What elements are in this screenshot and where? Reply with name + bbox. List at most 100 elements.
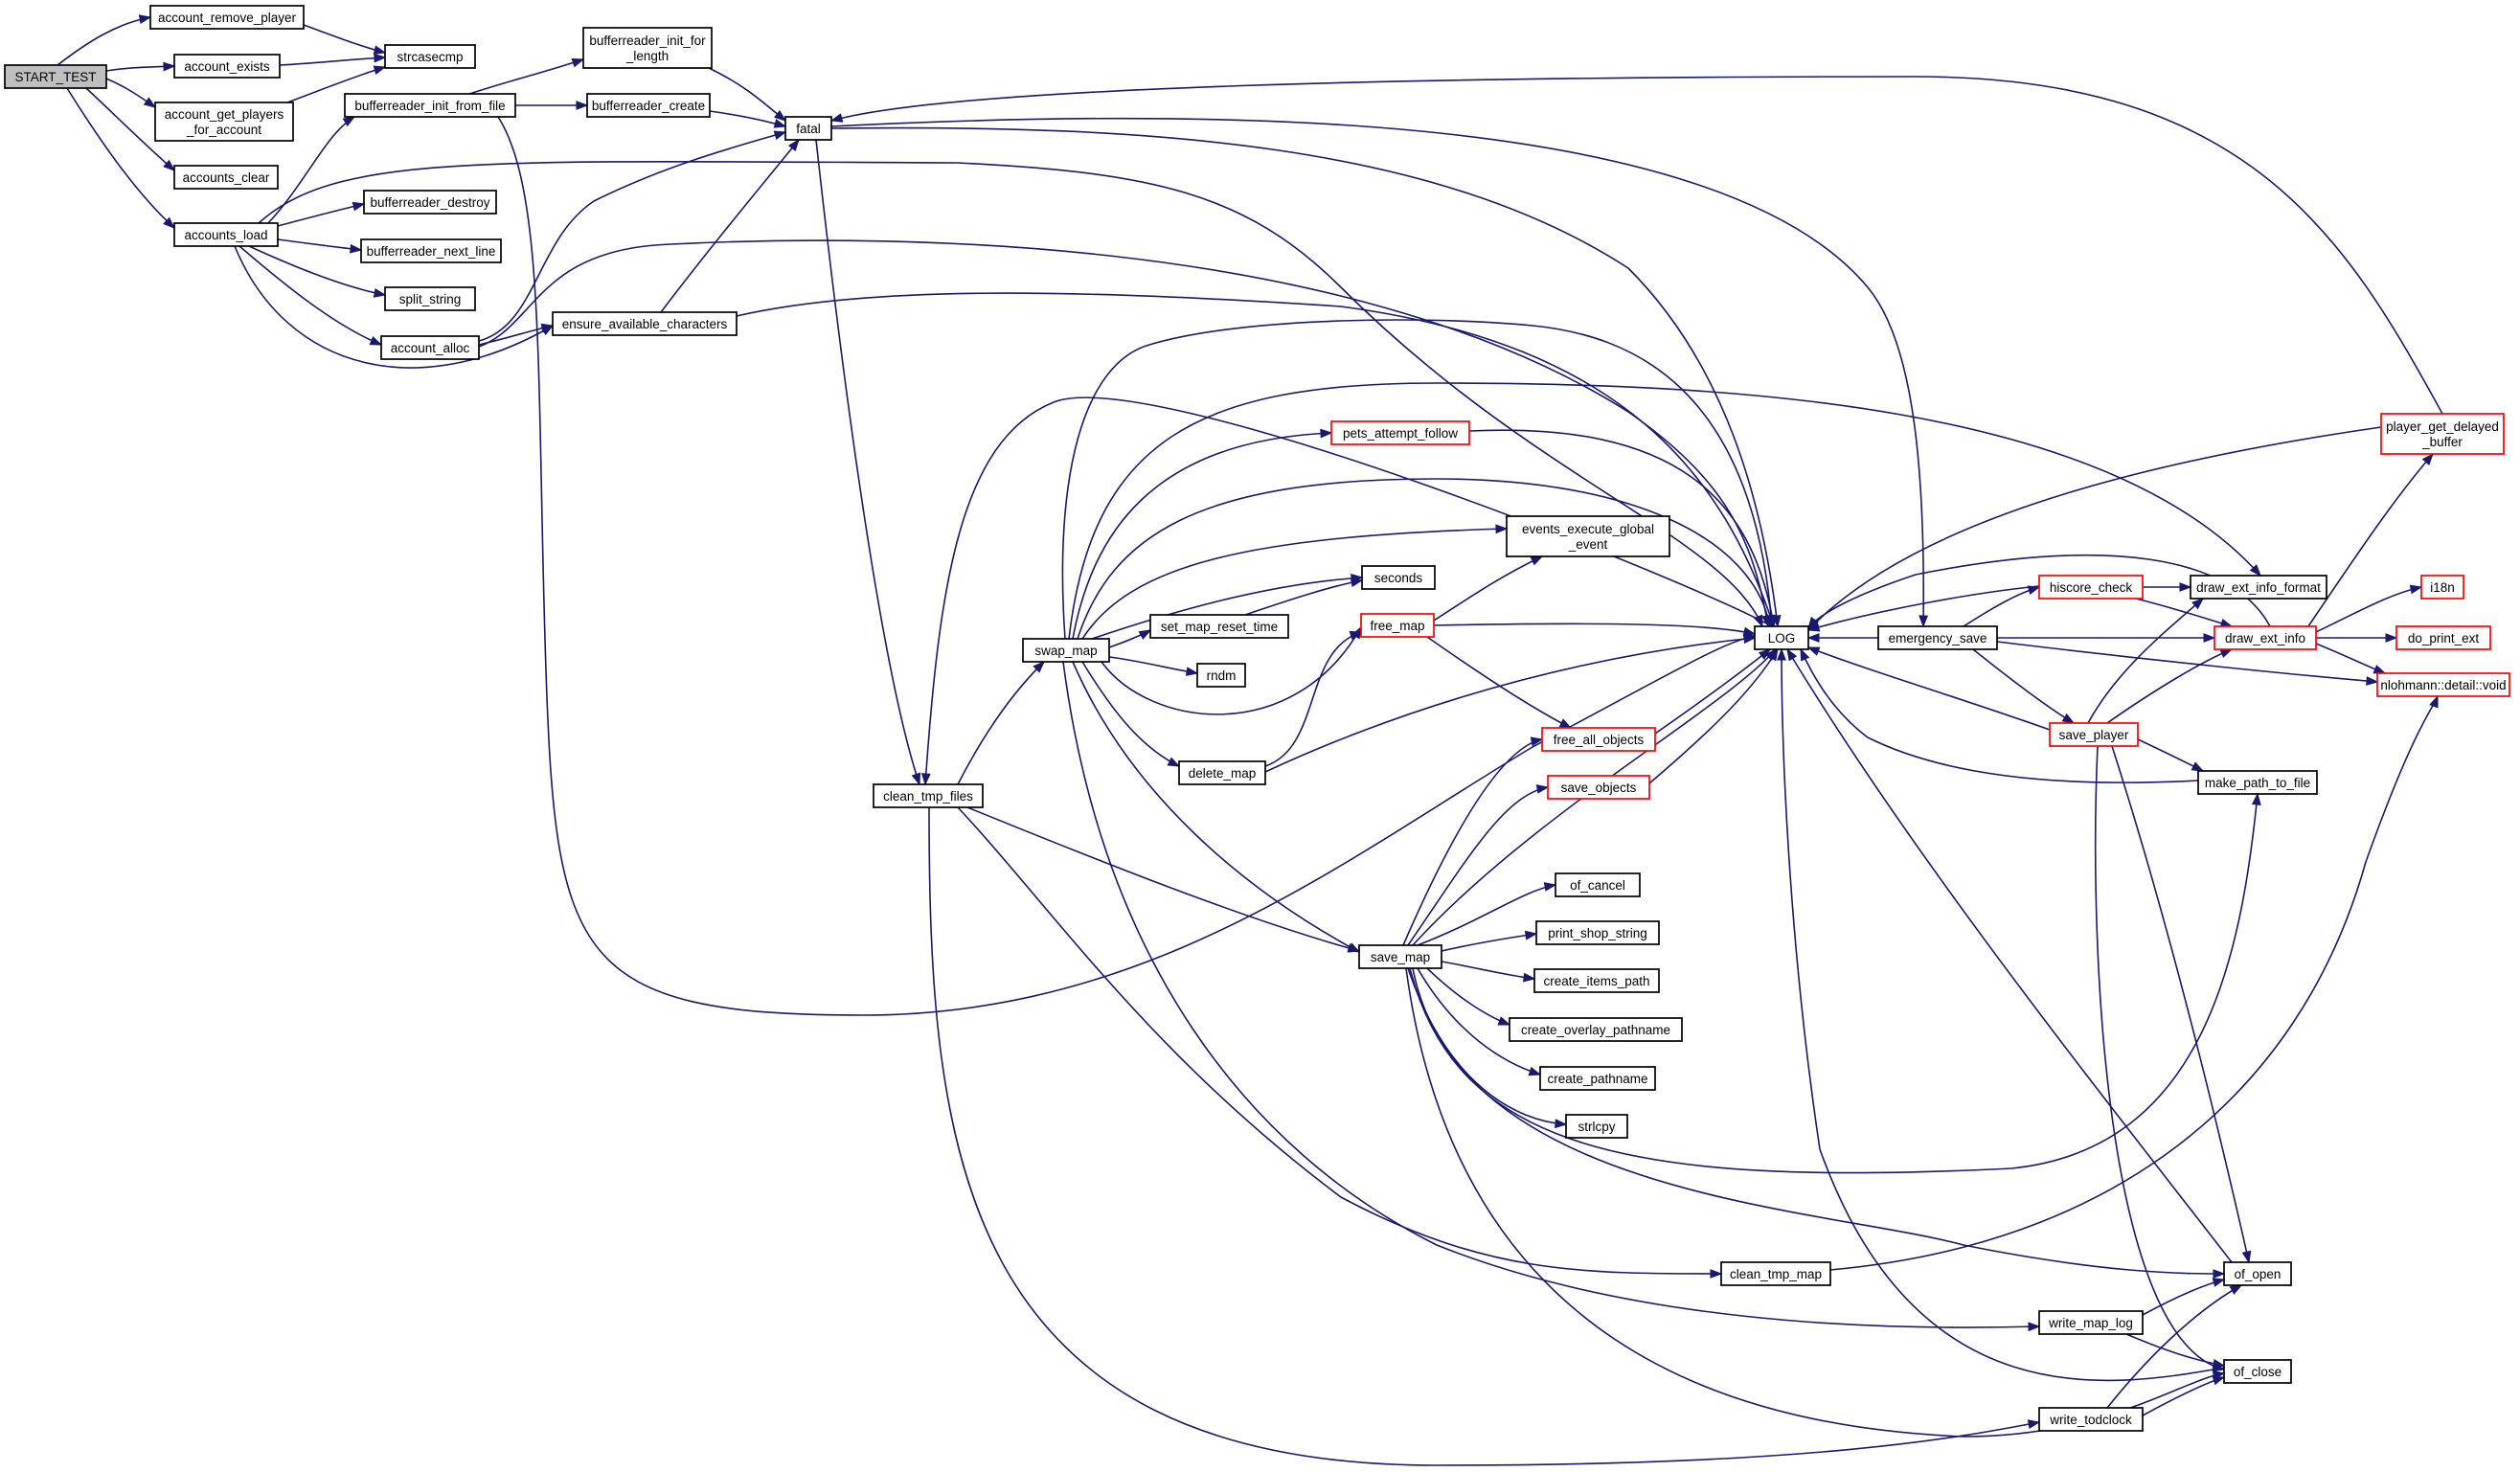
node-box bbox=[2190, 575, 2327, 600]
arrowhead bbox=[1535, 784, 1550, 794]
edge-accounts_load-to-bufferreader_next_line bbox=[277, 238, 363, 254]
node-save_map[interactable]: save_map bbox=[1358, 944, 1442, 969]
node-box bbox=[2380, 413, 2505, 455]
node-hiscore_check[interactable]: hiscore_check bbox=[2038, 575, 2144, 600]
arrowhead bbox=[163, 61, 176, 72]
node-label: write_map_log bbox=[2048, 1316, 2133, 1330]
node-label: i18n bbox=[2430, 580, 2455, 595]
node-seconds[interactable]: seconds bbox=[1361, 565, 1436, 590]
arrowhead bbox=[2249, 564, 2261, 577]
edge-line bbox=[1426, 636, 1572, 729]
node-create_items_path[interactable]: create_items_path bbox=[1533, 968, 1660, 993]
node-save_player[interactable]: save_player bbox=[2049, 722, 2139, 747]
node-accounts_clear[interactable]: accounts_clear bbox=[173, 165, 279, 190]
node-events_execute_global_event[interactable]: events_execute_global_event bbox=[1506, 515, 1670, 557]
node-bufferreader_init_from_file[interactable]: bufferreader_init_from_file bbox=[344, 93, 516, 118]
edge-line bbox=[277, 203, 365, 227]
node-create_overlay_pathname[interactable]: create_overlay_pathname bbox=[1509, 1017, 1683, 1042]
node-label: account_alloc bbox=[391, 341, 470, 355]
node-box bbox=[1358, 944, 1442, 969]
edge-line bbox=[924, 319, 1773, 785]
node-do_print_ext[interactable]: do_print_ext bbox=[2395, 625, 2491, 650]
edge-line bbox=[1829, 695, 2439, 1271]
node-clean_tmp_map[interactable]: clean_tmp_map bbox=[1720, 1261, 1831, 1286]
node-bufferreader_destroy[interactable]: bufferreader_destroy bbox=[363, 190, 497, 215]
edge-line bbox=[660, 139, 800, 313]
node-account_get_players[interactable]: account_get_players_for_account bbox=[154, 102, 294, 142]
edge-line bbox=[1807, 426, 2382, 631]
node-free_all_objects[interactable]: free_all_objects bbox=[1541, 727, 1656, 752]
arrowhead bbox=[1777, 647, 1786, 661]
arrowhead bbox=[373, 287, 387, 298]
arrowhead bbox=[787, 138, 800, 152]
edge-save_objects-to-log bbox=[1648, 647, 1779, 784]
node-write_todclock[interactable]: write_todclock bbox=[2038, 1407, 2144, 1432]
node-save_objects[interactable]: save_objects bbox=[1547, 775, 1650, 800]
node-account_exists[interactable]: account_exists bbox=[173, 54, 281, 79]
edge-line bbox=[1417, 884, 1556, 946]
node-print_shop_string[interactable]: print_shop_string bbox=[1535, 920, 1660, 945]
edge-line bbox=[1091, 577, 1363, 640]
edge-line bbox=[234, 245, 554, 369]
node-label: account_remove_player bbox=[158, 11, 297, 25]
arrowhead bbox=[773, 119, 787, 128]
node-box bbox=[1555, 872, 1641, 897]
node-swap_map[interactable]: swap_map bbox=[1022, 638, 1110, 663]
node-make_path_to_file[interactable]: make_path_to_file bbox=[2197, 770, 2318, 795]
node-strcasecmp[interactable]: strcasecmp bbox=[384, 44, 476, 69]
edge-line bbox=[267, 116, 355, 224]
node-bufferreader_create[interactable]: bufferreader_create bbox=[586, 93, 711, 118]
edge-line bbox=[277, 238, 362, 251]
node-label: save_objects bbox=[1561, 781, 1637, 795]
edge-line bbox=[1417, 967, 1541, 1076]
edge-of_open-to-log bbox=[1786, 647, 2233, 1263]
arrowhead bbox=[1800, 647, 1810, 662]
node-rndm[interactable]: rndm bbox=[1196, 663, 1246, 688]
edge-line bbox=[1807, 646, 2051, 731]
node-free_map[interactable]: free_map bbox=[1360, 613, 1435, 638]
node-account_remove_player[interactable]: account_remove_player bbox=[149, 5, 305, 30]
node-delete_map[interactable]: delete_map bbox=[1178, 760, 1266, 785]
node-strlcpy[interactable]: strlcpy bbox=[1565, 1114, 1628, 1139]
node-i18n[interactable]: i18n bbox=[2420, 575, 2464, 600]
node-box bbox=[344, 93, 516, 118]
node-clean_tmp_files[interactable]: clean_tmp_files bbox=[873, 783, 984, 808]
edge-line bbox=[66, 87, 175, 229]
node-box bbox=[1547, 775, 1650, 800]
node-label: accounts_load bbox=[184, 228, 267, 242]
arrowhead bbox=[163, 159, 176, 171]
edge-clean_tmp_files-to-save_map bbox=[966, 806, 1361, 953]
node-fatal[interactable]: fatal bbox=[784, 116, 832, 141]
node-write_map_log[interactable]: write_map_log bbox=[2038, 1310, 2144, 1335]
node-box bbox=[360, 238, 502, 263]
node-label: strlcpy bbox=[1578, 1120, 1615, 1134]
edge-line bbox=[2315, 586, 2422, 633]
node-box bbox=[552, 311, 738, 336]
node-split_string[interactable]: split_string bbox=[384, 286, 476, 311]
edge-save_player-to-make_path_to_file bbox=[2137, 738, 2205, 772]
node-log[interactable]: LOG bbox=[1754, 625, 1809, 650]
node-pets_attempt_follow[interactable]: pets_attempt_follow bbox=[1330, 420, 1470, 445]
node-start_test[interactable]: START_TEST bbox=[4, 64, 107, 89]
node-nlohmann_void[interactable]: nlohmann::detail::void bbox=[2376, 672, 2510, 697]
node-accounts_load[interactable]: accounts_load bbox=[173, 222, 279, 247]
node-label: clean_tmp_files bbox=[883, 789, 973, 804]
node-create_pathname[interactable]: create_pathname bbox=[1539, 1066, 1656, 1091]
node-account_alloc[interactable]: account_alloc bbox=[380, 335, 480, 360]
node-label: create_overlay_pathname bbox=[1521, 1023, 1670, 1037]
edge-line bbox=[1062, 661, 2040, 1328]
node-set_map_reset_time[interactable]: set_map_reset_time bbox=[1149, 614, 1289, 639]
edge-line bbox=[830, 117, 1925, 627]
node-of_close[interactable]: of_close bbox=[2223, 1359, 2292, 1384]
node-of_cancel[interactable]: of_cancel bbox=[1555, 872, 1641, 897]
node-emergency_save[interactable]: emergency_save bbox=[1877, 625, 1998, 650]
arrowhead bbox=[1543, 882, 1557, 892]
node-bufferreader_init_for_length[interactable]: bufferreader_init_for_length bbox=[582, 27, 713, 69]
arrowhead bbox=[1786, 647, 1798, 662]
node-player_get_delayed_buffer[interactable]: player_get_delayed_buffer bbox=[2380, 413, 2505, 455]
node-draw_ext_info[interactable]: draw_ext_info bbox=[2214, 625, 2317, 650]
node-ensure_available_characters[interactable]: ensure_available_characters bbox=[552, 311, 738, 336]
node-of_open[interactable]: of_open bbox=[2223, 1261, 2292, 1286]
node-draw_ext_info_format[interactable]: draw_ext_info_format bbox=[2190, 575, 2327, 600]
node-bufferreader_next_line[interactable]: bufferreader_next_line bbox=[360, 238, 502, 263]
